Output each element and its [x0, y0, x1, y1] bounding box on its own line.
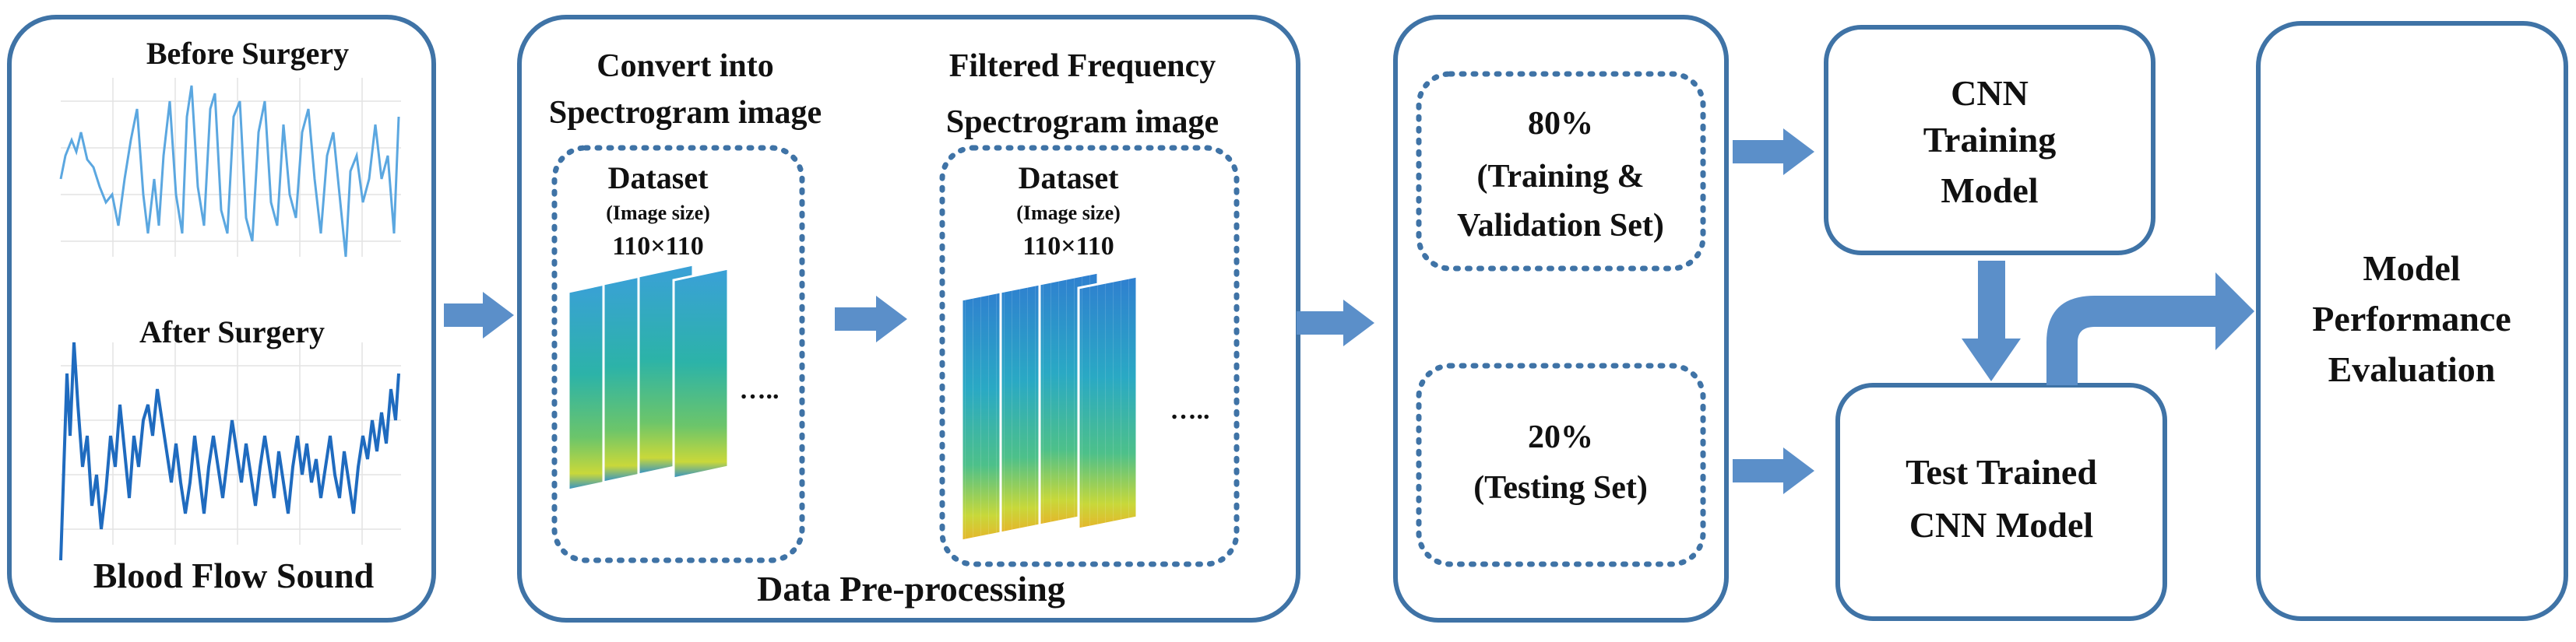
- model-evaluation-box: [2256, 21, 2568, 621]
- spectrogram-stack-original: [567, 263, 730, 492]
- convert-heading-line2: Spectrogram image: [549, 95, 822, 131]
- filtered-heading-line2: Spectrogram image: [946, 104, 1219, 140]
- dataset-split-box: [1393, 15, 1729, 623]
- evaluation-line1: Model: [2363, 248, 2460, 288]
- dataset-original-ellipsis: …..: [740, 376, 779, 405]
- dataset-filtered-size: 110×110: [1022, 232, 1114, 261]
- cnn-training-line2: Training: [1923, 120, 2056, 160]
- dataset-filtered-title: Dataset: [1019, 160, 1120, 195]
- dataset-original-sub: (Image size): [606, 202, 710, 224]
- arrow-to-split: [1297, 300, 1374, 346]
- after-surgery-label: After Surgery: [139, 314, 325, 349]
- arrow-to-test-trained: [1733, 447, 1814, 494]
- blood-flow-sound-box: [7, 15, 436, 623]
- dataset-filtered-sub: (Image size): [1016, 202, 1121, 224]
- training-label-line1: (Training &: [1476, 159, 1644, 195]
- cnn-training-line3: Model: [1941, 170, 2038, 210]
- training-percent: 80%: [1528, 106, 1593, 142]
- testing-set-box: [1416, 363, 1706, 567]
- cnn-training-model-box: [1824, 25, 2155, 255]
- after-surgery-waveform: [59, 342, 401, 561]
- arrow-to-cnn-training: [1733, 128, 1814, 175]
- training-label-line2: Validation Set): [1457, 208, 1664, 244]
- convert-heading-line1: Convert into: [596, 48, 773, 84]
- before-surgery-label: Before Surgery: [146, 36, 349, 71]
- dataset-filtered-ellipsis: …..: [1170, 396, 1210, 425]
- dataset-filtered-box: [939, 145, 1240, 567]
- evaluation-line3: Evaluation: [2328, 349, 2496, 389]
- testing-percent: 20%: [1528, 419, 1593, 455]
- data-preprocessing-label: Data Pre-processing: [757, 569, 1065, 609]
- arrow-to-evaluation: [2046, 272, 2254, 385]
- dataset-original-box: [551, 145, 805, 563]
- training-set-box: [1416, 71, 1706, 272]
- arrow-training-to-test: [1962, 261, 2021, 381]
- test-trained-line1: Test Trained: [1906, 452, 2097, 492]
- test-trained-line2: CNN Model: [1909, 505, 2093, 545]
- arrow-to-filtered: [835, 296, 907, 342]
- cnn-training-line1: CNN: [1951, 73, 2029, 113]
- blood-flow-sound-label: Blood Flow Sound: [93, 556, 375, 595]
- testing-label: (Testing Set): [1473, 470, 1648, 506]
- spectrogram-stack-filtered: [960, 271, 1138, 542]
- evaluation-line2: Performance: [2312, 299, 2511, 339]
- before-surgery-waveform: [59, 78, 401, 258]
- test-trained-model-box: [1835, 383, 2167, 621]
- dataset-original-title: Dataset: [608, 160, 709, 195]
- arrow-to-preprocessing: [444, 292, 514, 339]
- dataset-original-size: 110×110: [612, 232, 704, 261]
- filtered-heading-line1: Filtered Frequency: [949, 48, 1216, 84]
